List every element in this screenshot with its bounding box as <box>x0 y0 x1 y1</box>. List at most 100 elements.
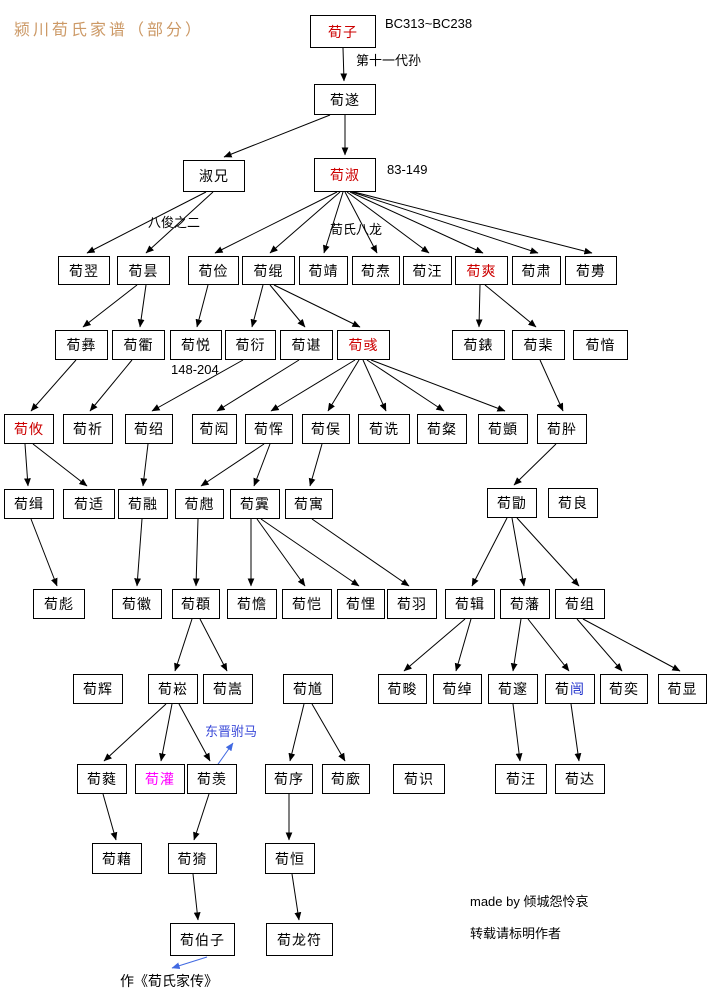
tree-node-xunsong1: 荀崧 <box>148 674 198 704</box>
lineage-arrow <box>216 359 300 412</box>
tree-node-label: 荀绍 <box>134 421 164 437</box>
tree-node-label: 荀藩 <box>510 596 540 612</box>
tree-node-xunrui: 荀蕤 <box>77 764 127 794</box>
tree-node-label: 荀彪 <box>44 596 74 612</box>
lineage-arrow <box>193 793 210 841</box>
tree-node-label: 荀彝 <box>66 337 97 353</box>
tree-node-label: 荀组 <box>565 596 595 612</box>
lineage-arrow <box>159 703 173 762</box>
tree-node-label: 荀羡 <box>197 771 227 787</box>
tree-node-xuncan: 荀粲 <box>417 414 467 444</box>
tree-node-xunliang: 荀良 <box>548 488 598 518</box>
tree-node-label: 荀肃 <box>521 262 552 279</box>
tree-node-label: 荀徽 <box>122 596 152 612</box>
tree-node-xunyun1: 荀恽 <box>245 414 293 444</box>
tree-node-xunyi2: 荀彝 <box>55 330 108 360</box>
tree-node-label: 荀邃 <box>498 681 528 697</box>
tree-node-label: 荀汪 <box>506 771 536 787</box>
lineage-arrow <box>24 443 31 487</box>
tree-node-xunbiao2: 荀彪 <box>33 589 85 619</box>
tree-node-xunkui1: 荀悝 <box>337 589 385 619</box>
tree-node-label: 荀翌 <box>69 262 99 279</box>
tree-node-label: 荀俣 <box>311 421 341 437</box>
tree-node-xunfan: 荀藩 <box>500 589 550 619</box>
lineage-arrow <box>200 443 265 487</box>
lineage-arrow <box>327 359 360 412</box>
tree-node-xunjie: 荀藉 <box>92 843 142 874</box>
lineage-arrow <box>323 191 344 254</box>
tree-node-label: 荀恽 <box>254 421 284 437</box>
label-repost: 转载请标明作者 <box>470 926 562 941</box>
annotation-arrow <box>171 956 208 969</box>
tree-node-label: 荀辉 <box>83 681 113 697</box>
tree-node-label: 荀猗 <box>177 850 208 867</box>
tree-node-xunqu: 荀衢 <box>112 330 165 360</box>
tree-node-xuntan: 荀昙 <box>117 256 170 285</box>
tree-node-label: 荀靖 <box>308 262 339 279</box>
tree-node-label-colored: 闿 <box>570 681 585 697</box>
tree-node-label: 荀旉 <box>576 262 606 279</box>
lineage-arrow <box>223 114 331 158</box>
lineage-arrow <box>291 873 302 921</box>
lineage-arrow <box>192 518 200 587</box>
lineage-arrow <box>582 618 681 672</box>
tree-node-label: 荀子 <box>328 23 358 40</box>
tree-node-xunfei: 荀棐 <box>512 330 565 360</box>
tree-node-xunheng: 荀恒 <box>265 843 315 874</box>
tree-node-xunyu1: 荀彧 <box>337 330 390 360</box>
tree-node-xunxu2: 荀序 <box>265 764 313 794</box>
tree-node-xunda: 荀达 <box>555 764 605 794</box>
label-made-by: made by 倾城怨怜哀 <box>470 894 589 909</box>
lineage-arrow <box>353 191 593 255</box>
tree-node-xunyi3: 荀顗 <box>478 414 528 444</box>
tree-node-xunyan: 荀衍 <box>225 330 276 360</box>
tree-node-xunyue: 荀悦 <box>170 330 222 360</box>
lineage-arrow <box>516 517 580 587</box>
tree-node-xunqi1: 荀祈 <box>63 414 113 444</box>
lineage-arrow <box>89 359 133 412</box>
tree-node-xunsu2: 荀肃 <box>512 256 561 285</box>
annotation-arrow <box>215 742 234 768</box>
lineage-arrow <box>570 703 582 762</box>
tree-node-label: 荀 <box>555 681 570 697</box>
lineage-arrow <box>576 618 623 672</box>
tree-node-label: 荀奕 <box>609 681 639 697</box>
tree-node-xunshao: 荀绍 <box>125 414 173 444</box>
tree-node-label: 荀錶 <box>463 337 494 353</box>
tree-node-label: 荀伯子 <box>180 931 225 948</box>
tree-node-xunshu1: 荀淑 <box>314 158 376 192</box>
tree-node-xunyi4: 荀霬 <box>230 489 280 519</box>
tree-node-label: 荀爽 <box>466 262 497 279</box>
lineage-arrow <box>403 618 466 672</box>
lineage-arrow <box>484 284 537 328</box>
tree-node-label: 荀缉 <box>14 496 44 512</box>
lineage-arrow <box>366 359 445 412</box>
lineage-arrow <box>151 359 244 412</box>
tree-node-label: 荀衍 <box>235 337 266 353</box>
tree-node-xunshi2: 荀识 <box>393 764 445 794</box>
tree-node-label: 荀识 <box>404 771 434 787</box>
lineage-arrow <box>454 618 472 672</box>
tree-node-label: 荀恺 <box>292 596 322 612</box>
tree-node-xunkai1: 荀恺 <box>282 589 332 619</box>
tree-node-label: 荀勖 <box>497 495 527 511</box>
label-balong: 荀氏八龙 <box>330 222 383 237</box>
lineage-arrow <box>351 191 539 254</box>
tree-node-xunbozi: 荀伯子 <box>170 923 235 956</box>
lineage-arrow <box>30 518 58 587</box>
tree-node-label: 荀辑 <box>455 596 485 612</box>
label-xunyue-dates: 148-204 <box>171 362 219 377</box>
lineage-arrow <box>174 618 193 672</box>
lineage-arrow <box>349 191 484 254</box>
tree-node-xunchen: 荀谌 <box>280 330 333 360</box>
tree-node-label: 荀适 <box>74 496 104 512</box>
tree-node-xunxu1: 荀勖 <box>487 488 537 518</box>
tree-node-xunhan: 荀甝 <box>175 489 224 519</box>
lineage-arrow <box>103 703 167 762</box>
tree-node-xunshuang: 荀爽 <box>455 256 508 285</box>
tree-node-label: 荀昙 <box>128 262 159 279</box>
tree-node-label: 荀粲 <box>427 421 457 437</box>
tree-node-label: 荀霬 <box>240 496 270 512</box>
lineage-arrow <box>511 517 527 587</box>
tree-node-label: 荀畯 <box>387 681 418 697</box>
